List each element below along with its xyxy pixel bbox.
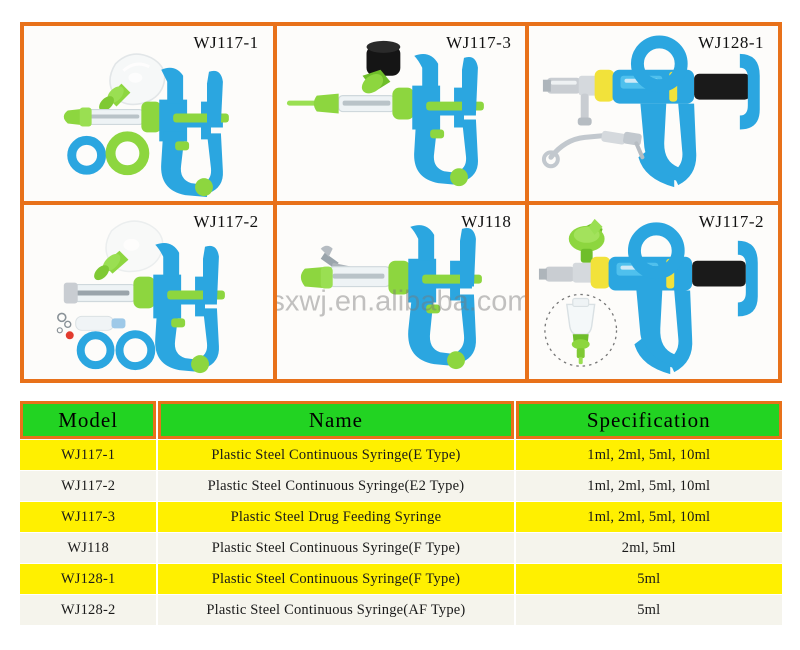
product-label: WJ128-1 xyxy=(698,33,764,52)
cell-name: Plastic Steel Continuous Syringe(AF Type… xyxy=(158,595,514,625)
cell-name: Plastic Steel Continuous Syringe(F Type) xyxy=(158,564,514,594)
cell-name: Plastic Steel Continuous Syringe(E Type) xyxy=(158,440,514,470)
cell-model: WJ128-2 xyxy=(20,595,157,625)
table-row: WJ128-2 Plastic Steel Continuous Syringe… xyxy=(20,595,782,625)
cell-model: WJ118 xyxy=(20,533,157,563)
product-panel-wj128-1[interactable]: WJ128-1 xyxy=(529,26,778,201)
product-panel-wj117-3[interactable]: WJ117-3 xyxy=(276,26,526,201)
cell-name: Plastic Steel Drug Feeding Syringe xyxy=(158,502,514,532)
cell-model: WJ117-2 xyxy=(20,471,157,501)
syringe-illustration-e-type xyxy=(63,53,229,198)
cell-model: WJ128-1 xyxy=(20,564,157,594)
watermark-text: sxwj.en.alibaba.com xyxy=(276,285,526,318)
cell-spec: 1ml, 2ml, 5ml, 10ml xyxy=(515,440,782,470)
cell-name: Plastic Steel Continuous Syringe(F Type) xyxy=(158,533,514,563)
cell-spec: 5ml xyxy=(515,595,782,625)
cell-spec: 1ml, 2ml, 5ml, 10ml xyxy=(515,471,782,501)
cell-spec: 1ml, 2ml, 5ml, 10ml xyxy=(515,502,782,532)
product-image-grid: WJ117-1 xyxy=(20,22,782,383)
header-name: Name xyxy=(158,401,514,439)
syringe-illustration-drug-feeding xyxy=(286,40,484,187)
product-panel-wj117-2-left[interactable]: WJ117-2 xyxy=(24,204,273,379)
table-row: WJ128-1 Plastic Steel Continuous Syringe… xyxy=(20,564,782,594)
table-row: WJ118 Plastic Steel Continuous Syringe(F… xyxy=(20,533,782,563)
product-label: WJ117-2 xyxy=(698,211,764,231)
product-label: WJ117-3 xyxy=(446,33,512,52)
syringe-illustration-e2-type xyxy=(56,219,225,373)
table-row: WJ117-2 Plastic Steel Continuous Syringe… xyxy=(20,471,782,501)
product-panel-wj117-2-right[interactable]: WJ117-2 xyxy=(529,204,778,379)
product-panel-wj117-1[interactable]: WJ117-1 xyxy=(24,26,273,201)
product-panel-wj118[interactable]: sxwj.en.alibaba.com WJ118 xyxy=(276,204,526,379)
syringe-illustration-f-type-pistol xyxy=(542,35,761,188)
cell-model: WJ117-3 xyxy=(20,502,157,532)
cell-name: Plastic Steel Continuous Syringe(E2 Type… xyxy=(158,471,514,501)
product-label: WJ118 xyxy=(461,211,512,231)
product-label: WJ117-2 xyxy=(193,211,259,231)
header-model: Model xyxy=(20,401,157,439)
table-row: WJ117-3 Plastic Steel Drug Feeding Syrin… xyxy=(20,502,782,532)
syringe-illustration-af-type-bottle xyxy=(539,218,759,374)
specification-table: Model Name Specification WJ117-1 Plastic… xyxy=(18,400,784,626)
table-row: WJ117-1 Plastic Steel Continuous Syringe… xyxy=(20,440,782,470)
header-specification: Specification xyxy=(515,401,782,439)
cell-model: WJ117-1 xyxy=(20,440,157,470)
syringe-illustration-f-type-clamp xyxy=(300,224,482,369)
cell-spec: 5ml xyxy=(515,564,782,594)
table-header-row: Model Name Specification xyxy=(20,401,782,439)
cell-spec: 2ml, 5ml xyxy=(515,533,782,563)
product-label: WJ117-1 xyxy=(193,33,259,52)
